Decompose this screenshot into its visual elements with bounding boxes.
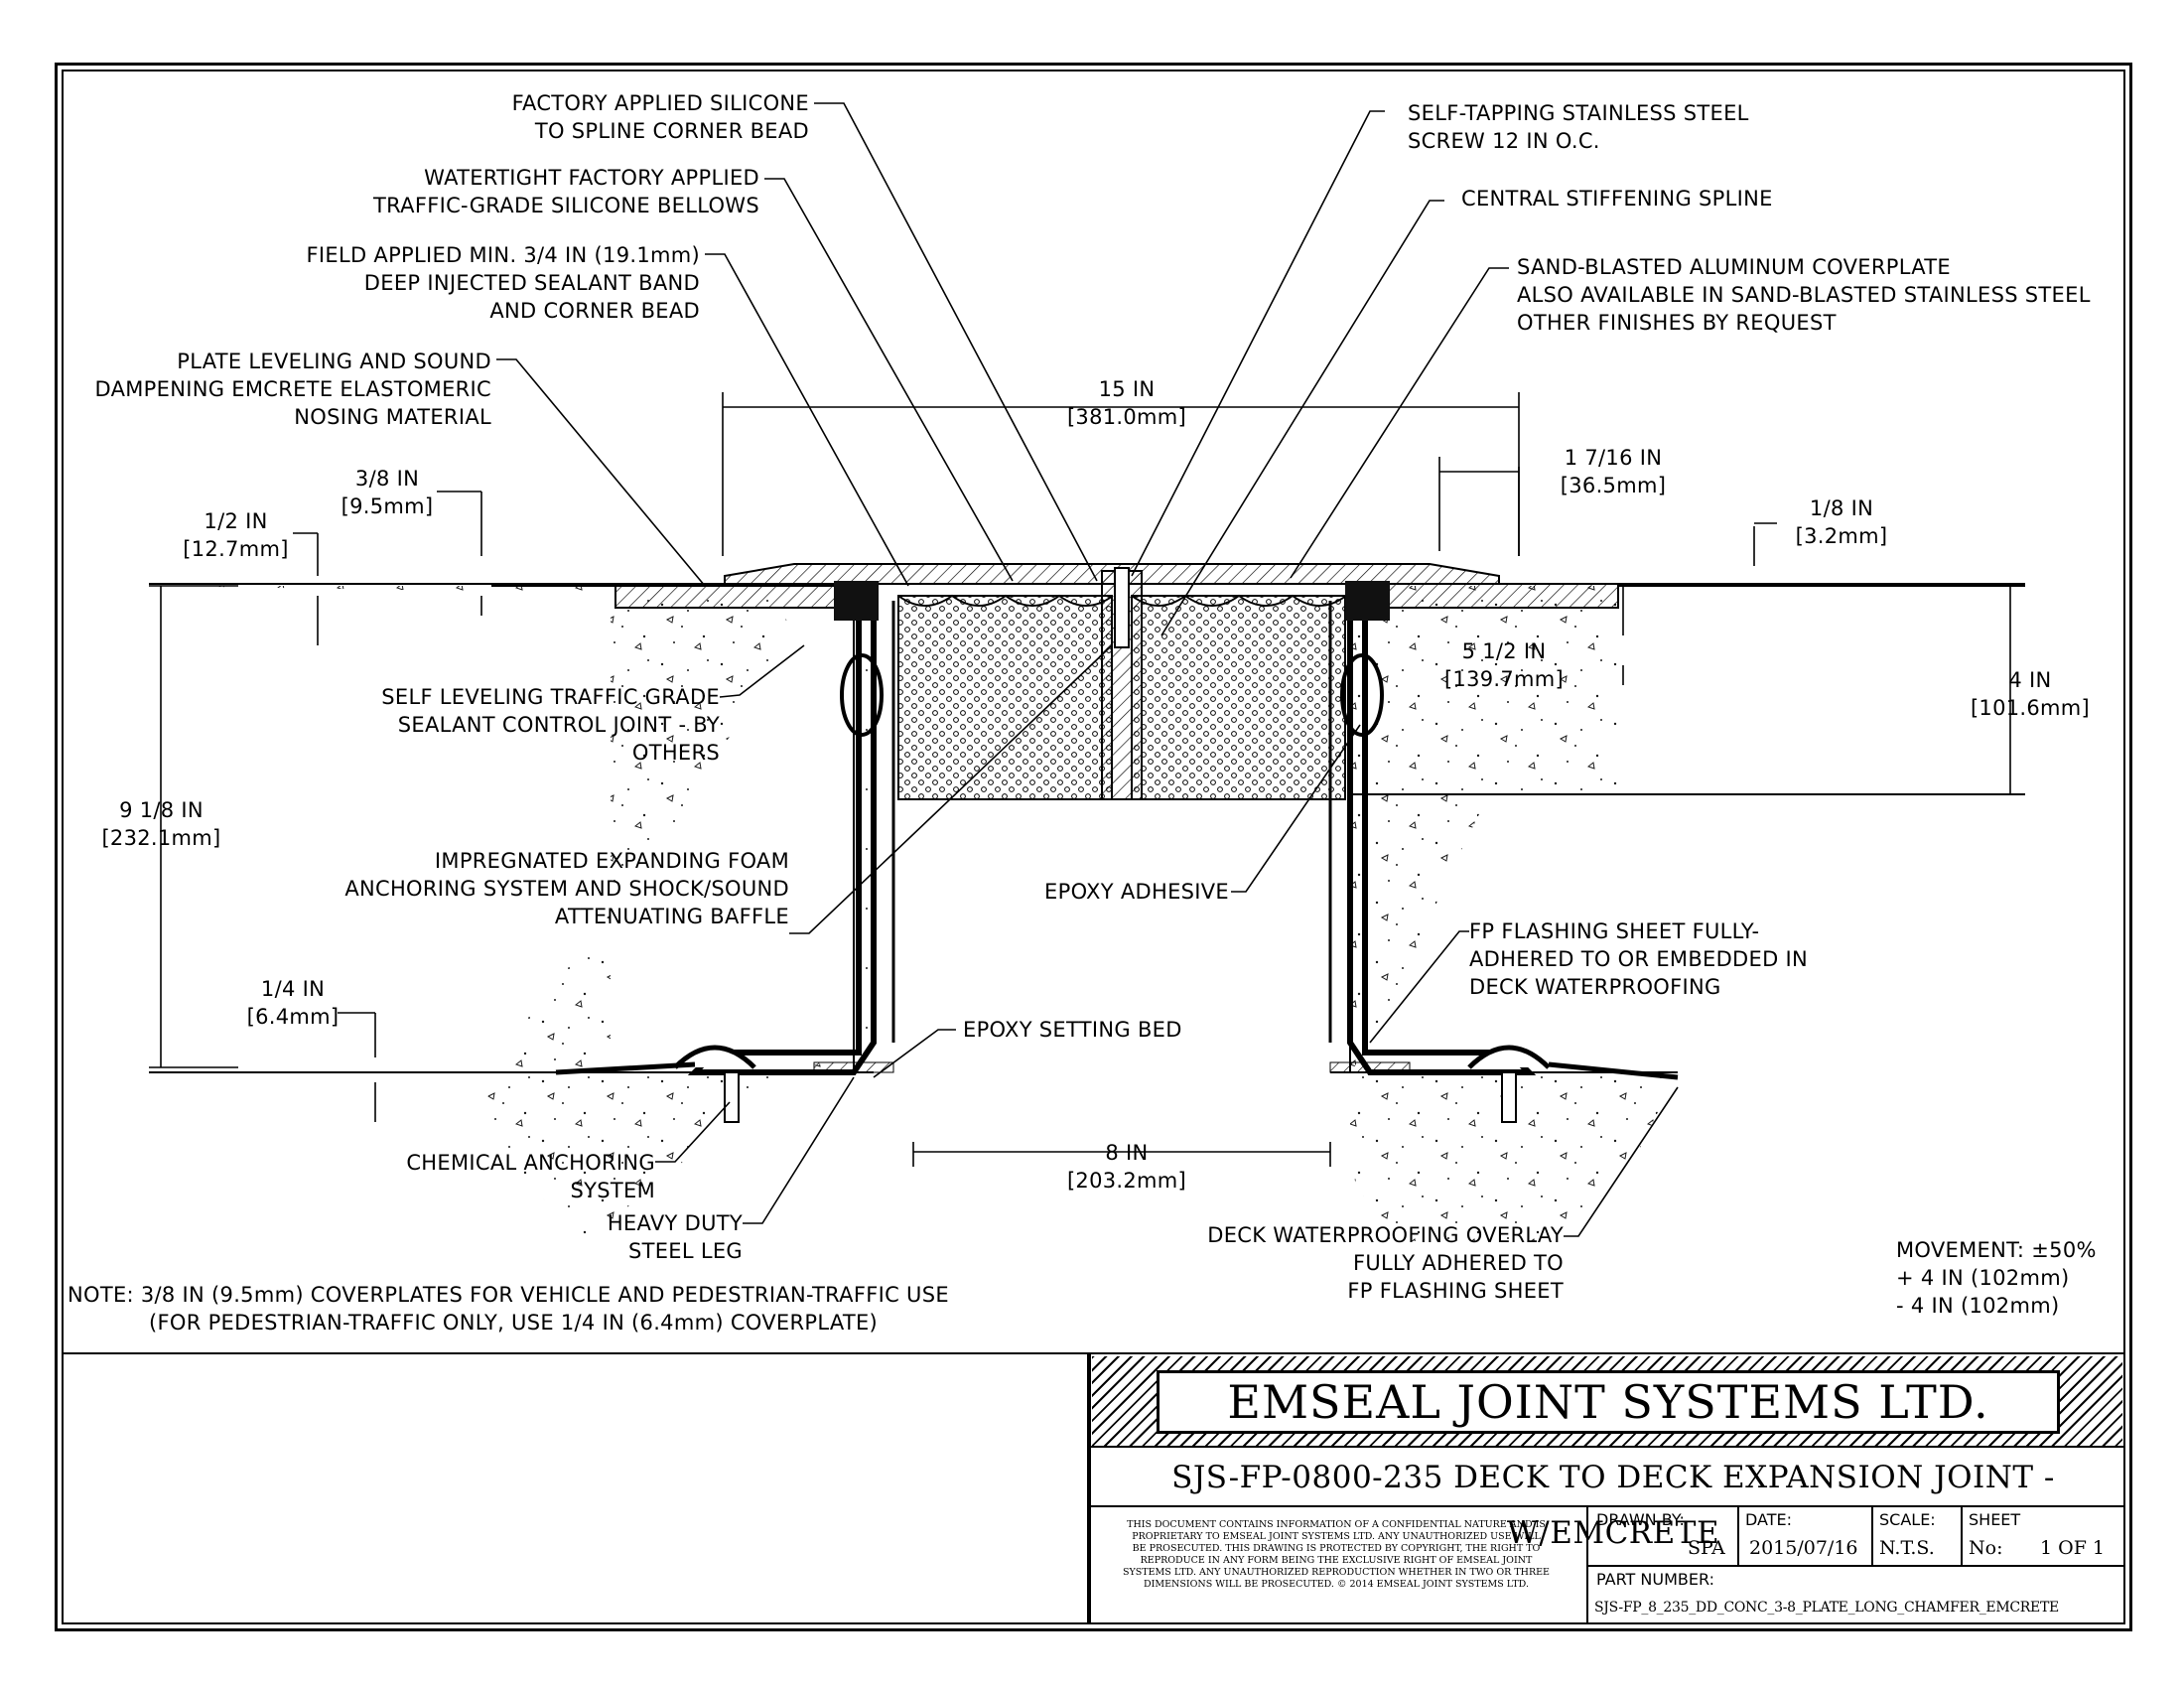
movement-spec: MOVEMENT: ±50%+ 4 IN (102mm)- 4 IN (102m… — [1896, 1238, 2097, 1318]
date-label: DATE: — [1745, 1510, 1793, 1529]
label-epoxy-adhesive: EPOXY ADHESIVE — [1044, 880, 1229, 904]
drawn-by-label: DRAWN BY: — [1596, 1510, 1685, 1529]
emcrete-nosing-left — [614, 583, 855, 609]
drawing-title: SJS-FP-0800-235 DECK TO DECK EXPANSION J… — [1171, 1460, 2055, 1551]
dim-8-in: 8 IN[203.2mm] — [1066, 1141, 1187, 1193]
dim-1-2-in: 1/2 IN[12.7mm] — [183, 509, 289, 561]
label-fp-flashing-sheet: FP FLASHING SHEET FULLY-ADHERED TO OR EM… — [1469, 919, 1809, 999]
foam-left — [897, 595, 1113, 800]
dim-1-8-in: 1/8 IN[3.2mm] — [1795, 496, 1888, 548]
dim-1-4-in: 1/4 IN[6.4mm] — [246, 977, 340, 1029]
dimension-lines — [149, 392, 2025, 1167]
sheet-value: 1 OF 1 — [2040, 1537, 2106, 1559]
corner-bead-left — [834, 581, 879, 621]
steel-leg-left — [687, 601, 877, 1075]
steel-leg-right — [1347, 601, 1537, 1075]
self-tapping-screw — [1114, 567, 1130, 648]
dim-5-1-2-in: 5 1/2 IN[139.7mm] — [1443, 639, 1565, 691]
label-field-applied-sealant: FIELD APPLIED MIN. 3/4 IN (19.1mm)DEEP I… — [306, 243, 700, 323]
confidentiality-disclaimer: THIS DOCUMENT CONTAINS INFORMATION OF A … — [1123, 1519, 1550, 1590]
label-epoxy-setting-bed: EPOXY SETTING BED — [963, 1018, 1182, 1042]
date-value: 2015/07/16 — [1749, 1537, 1858, 1559]
sheet-border-outer — [55, 63, 2132, 1631]
title-block — [1089, 1352, 2125, 1624]
dim-9-1-8-in: 9 1/8 IN[232.1mm] — [101, 798, 221, 850]
scale-value: N.T.S. — [1879, 1537, 1935, 1559]
sheet-label: SHEET — [1969, 1510, 2021, 1529]
note-coverplate: NOTE: 3/8 IN (9.5mm) COVERPLATES FOR VEH… — [68, 1283, 949, 1335]
drawing-title-row — [1089, 1446, 2125, 1507]
title-block-blank-area — [62, 1352, 1089, 1624]
foam-right — [1131, 595, 1346, 800]
leader-lines — [496, 102, 1679, 1237]
part-number-label: PART NUMBER: — [1596, 1570, 1714, 1589]
anchor-left — [673, 1045, 756, 1123]
drawn-by-value: SPA — [1688, 1537, 1725, 1559]
right-concrete-deck — [1349, 585, 2025, 1241]
dim-4-in: 4 IN[101.6mm] — [1970, 668, 2091, 720]
dim-15-in: 15 IN[381.0mm] — [1066, 377, 1187, 429]
company-name: EMSEAL JOINT SYSTEMS LTD. — [1157, 1370, 2060, 1434]
dim-3-8-in: 3/8 IN[9.5mm] — [341, 467, 434, 518]
dim-1-7-16-in: 1 7/16 IN[36.5mm] — [1560, 446, 1667, 497]
part-number-value: SJS-FP_8_235_DD_CONC_3-8_PLATE_LONG_CHAM… — [1594, 1600, 2059, 1616]
corner-bead-right — [1345, 581, 1390, 621]
label-central-spline: CENTRAL STIFFENING SPLINE — [1461, 187, 1773, 211]
sheet-no-label: No: — [1969, 1537, 2003, 1559]
emcrete-nosing-right — [1369, 583, 1619, 609]
anchor-right — [1467, 1045, 1551, 1123]
scale-label: SCALE: — [1879, 1510, 1936, 1529]
